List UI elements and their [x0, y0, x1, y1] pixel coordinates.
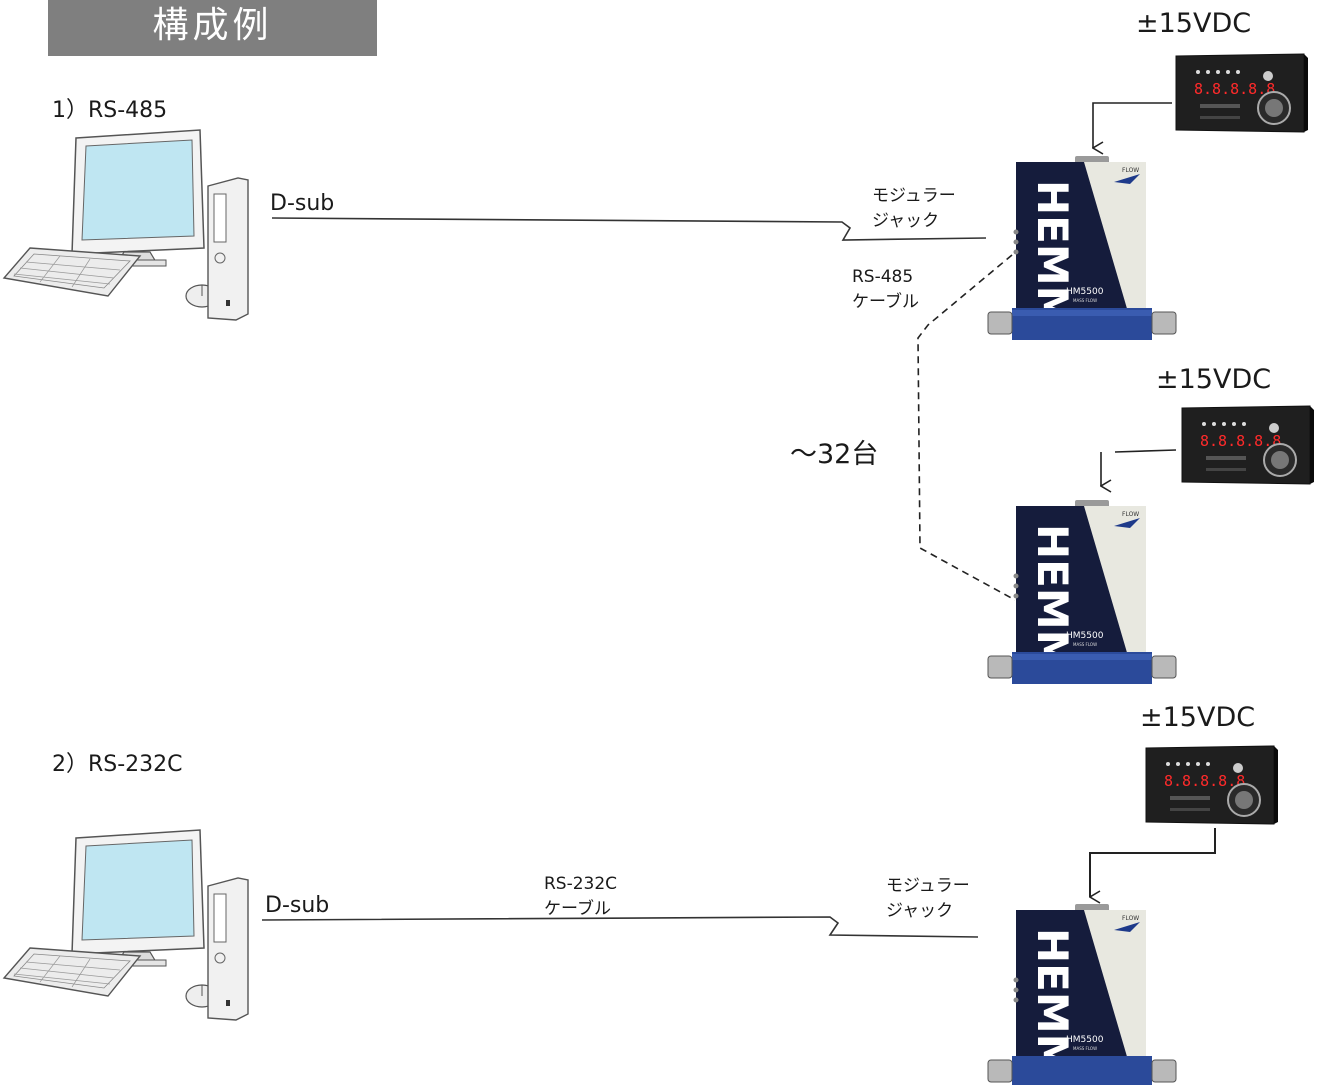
dsub-label-1: D-sub — [270, 191, 335, 216]
digital-display: 8.8.8.8.8 — [1194, 80, 1275, 98]
power-line-1 — [1093, 102, 1172, 148]
page-title: 構成例 — [48, 0, 377, 56]
mass-flow-controller-2: FLOW HEMMI HM5500 MASS FLOW — [987, 500, 1177, 687]
tower — [207, 177, 249, 321]
digital-display: 8.8.8.8.8 — [1164, 772, 1245, 790]
computer-1 — [2, 129, 249, 321]
section-label-rs485: 1）RS-485 — [52, 98, 168, 123]
digital-display: 8.8.8.8.8 — [1200, 432, 1281, 450]
power-label-3: ±15VDC — [1140, 702, 1256, 733]
power-supply-unit-2: 8.8.8.8.8 — [1181, 405, 1314, 485]
rs485-cable-label: RS-485 ケーブル — [852, 267, 919, 312]
rs232c-cable-label: RS-232C ケーブル — [544, 874, 618, 919]
power-supply-unit-1: 8.8.8.8.8 — [1175, 53, 1308, 133]
power-line-2-feed — [1114, 449, 1177, 453]
monitor — [71, 829, 205, 967]
dsub-label-2: D-sub — [265, 893, 330, 918]
svg-text:MASS FLOW: MASS FLOW — [1073, 298, 1097, 303]
keyboard — [2, 947, 142, 997]
svg-text:FLOW: FLOW — [1122, 511, 1139, 518]
power-label-1: ±15VDC — [1136, 8, 1252, 39]
svg-text:MASS FLOW: MASS FLOW — [1073, 1046, 1097, 1051]
device-count-label: ～32台 — [790, 439, 879, 470]
tower — [207, 877, 249, 1021]
svg-text:FLOW: FLOW — [1122, 915, 1139, 922]
svg-text:FLOW: FLOW — [1122, 167, 1139, 174]
section-label-rs232c: 2）RS-232C — [52, 752, 183, 777]
modular-jack-label-2: モジュラー ジャック — [886, 876, 970, 921]
dsub-cable-1 — [271, 217, 987, 241]
model-label: HM5500 — [1066, 1035, 1104, 1045]
monitor — [71, 129, 205, 267]
power-line-3 — [1089, 828, 1216, 897]
model-label: HM5500 — [1066, 287, 1104, 297]
mass-flow-controller-3: FLOW HEMMI HM5500 MASS FLOW — [987, 904, 1177, 1085]
keyboard — [2, 247, 142, 297]
mass-flow-controller-1: FLOW HEMMI HM5500 MASS FLOW — [987, 156, 1177, 343]
svg-text:MASS FLOW: MASS FLOW — [1073, 642, 1097, 647]
power-supply-unit-3: 8.8.8.8.8 — [1145, 745, 1278, 825]
dsub-cable-2 — [261, 916, 979, 938]
modular-jack-label-1: モジュラー ジャック — [872, 186, 956, 231]
rs485-chain-cable — [917, 254, 1016, 601]
power-label-2: ±15VDC — [1156, 364, 1272, 395]
computer-2 — [2, 829, 249, 1021]
model-label: HM5500 — [1066, 631, 1104, 641]
